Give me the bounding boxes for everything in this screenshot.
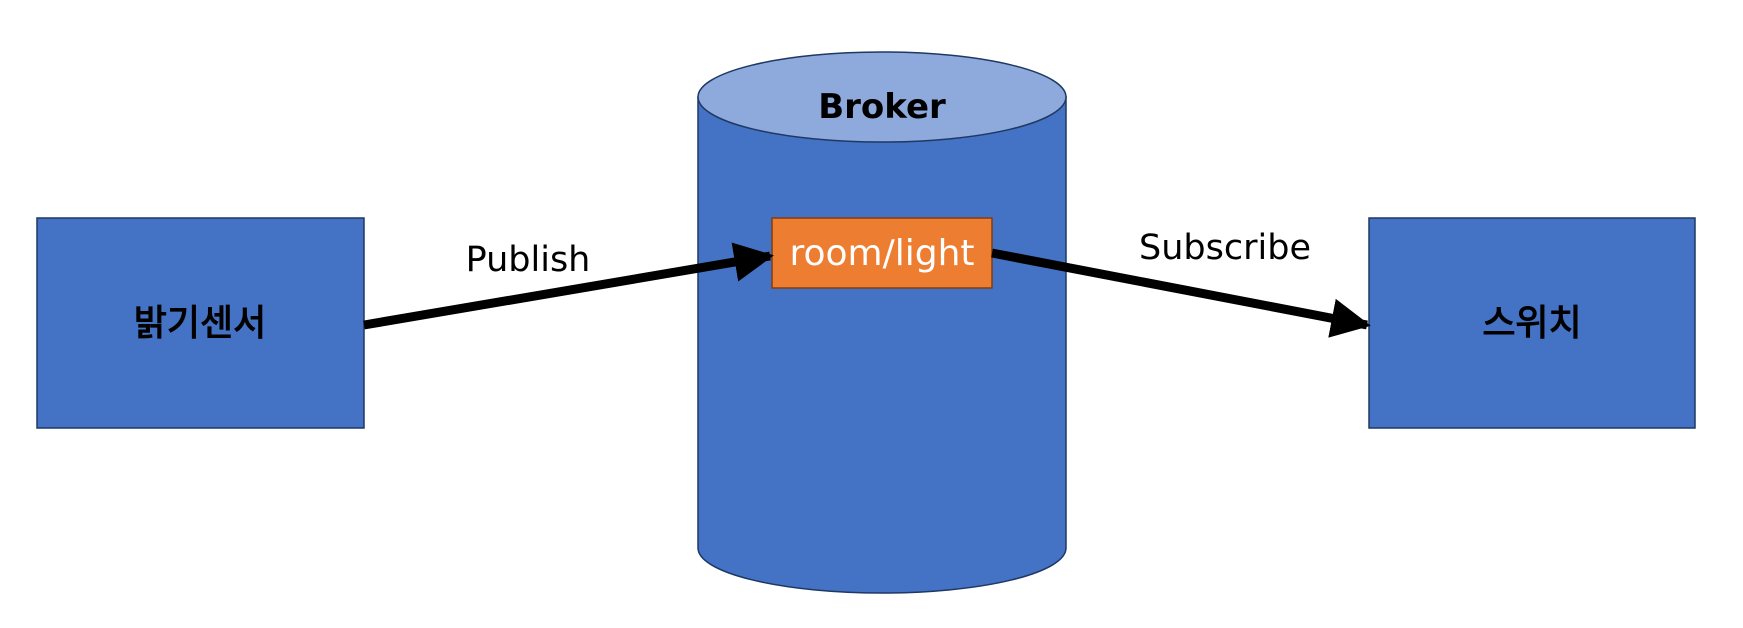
switch-label: 스위치 — [1482, 303, 1581, 344]
broker-label: Broker — [818, 87, 946, 127]
publish-edge: Publish — [363, 240, 774, 330]
subscribe-edge: Subscribe — [991, 228, 1371, 338]
topic-node: room/light — [771, 217, 993, 289]
broker-cylinder-body — [697, 96, 1067, 594]
switch-box — [1368, 217, 1696, 429]
topic-box — [771, 217, 993, 289]
publish-arrow — [363, 242, 774, 330]
subscribe-arrow — [991, 248, 1371, 338]
topic-label: room/light — [789, 233, 974, 274]
broker-node: Broker — [697, 51, 1067, 594]
broker-cylinder-top — [697, 51, 1067, 143]
sensor-label: 밝기센서 — [134, 303, 266, 344]
switch-node: 스위치 — [1368, 217, 1696, 429]
sensor-node: 밝기센서 — [36, 217, 365, 429]
subscribe-label: Subscribe — [1139, 228, 1311, 268]
sensor-box — [36, 217, 365, 429]
publish-label: Publish — [466, 240, 591, 280]
